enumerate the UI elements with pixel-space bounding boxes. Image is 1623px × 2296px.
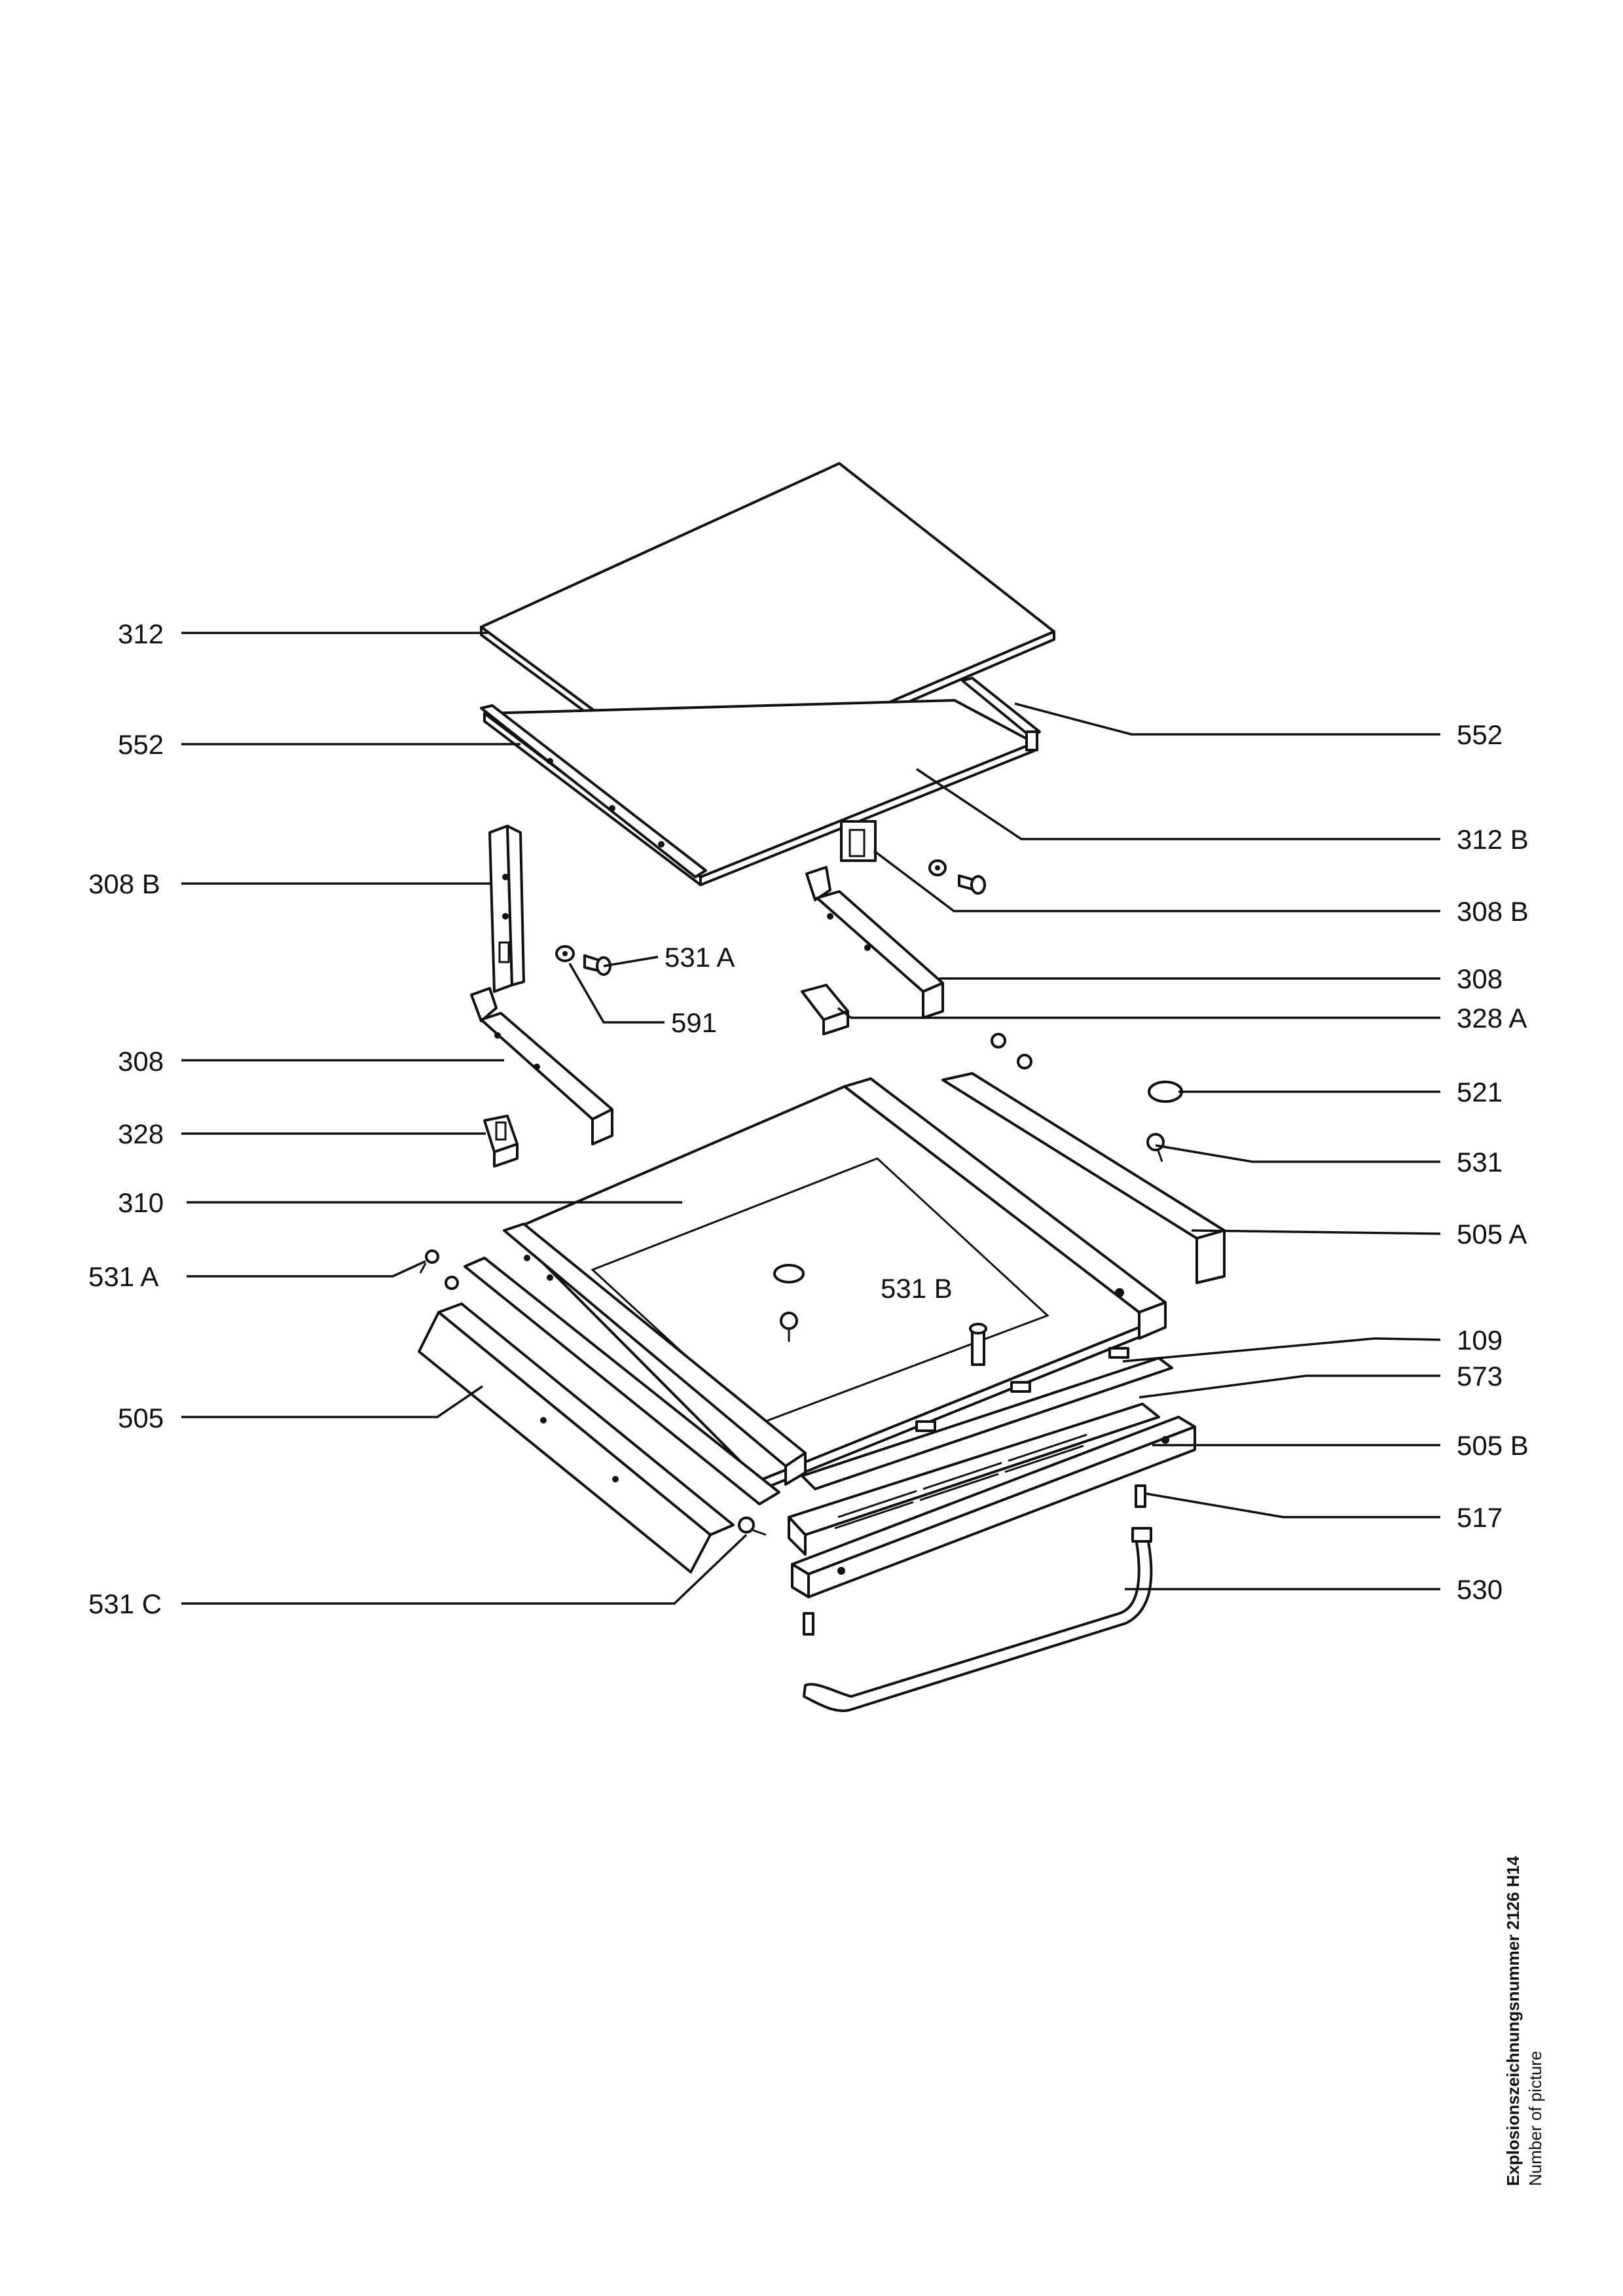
label-328: 328: [118, 1119, 164, 1149]
label-552-right: 552: [1457, 719, 1503, 750]
label-310: 310: [118, 1187, 164, 1218]
label-521: 521: [1457, 1077, 1503, 1107]
part-328-hinge-receptacle: [483, 1115, 519, 1168]
part-531a-screws-left: [419, 1249, 459, 1290]
label-591: 591: [671, 1007, 717, 1038]
leader-lines: [181, 632, 1441, 1605]
label-517: 517: [1457, 1502, 1503, 1533]
picture-number-caption: Explosionszeichnungsnummer 2126 H14 Numb…: [1503, 1856, 1545, 2212]
label-505b: 505 B: [1457, 1430, 1529, 1461]
label-109: 109: [1457, 1325, 1503, 1355]
part-505b-bottom-cover: [791, 1416, 1196, 1598]
caption-number-of-picture: Number of picture: [1525, 2051, 1545, 2186]
label-308-right: 308: [1457, 963, 1503, 994]
caption-drawing-number: Explosionszeichnungsnummer 2126 H14: [1503, 1856, 1523, 2186]
part-308b-hinge-bracket-right: [840, 820, 877, 862]
part-310-frame-right-profile: [843, 1077, 1167, 1340]
label-312b: 312 B: [1457, 824, 1529, 855]
label-552-left: 552: [118, 729, 164, 760]
part-552-glass-frame-left: [480, 704, 707, 878]
part-109-seal-strip: [801, 1347, 1173, 1490]
part-521-cap: [773, 1081, 1183, 1283]
part-552-glass-frame-right: [961, 677, 1041, 751]
part-531b-screw-centre: [780, 1312, 987, 1366]
part-310-frame-left-profile: [464, 1223, 807, 1505]
label-328a: 328 A: [1457, 1003, 1527, 1033]
label-308-left: 308: [118, 1046, 164, 1077]
label-531c: 531 C: [88, 1588, 162, 1619]
part-308-hinge-left: [470, 987, 613, 1145]
label-573: 573: [1457, 1361, 1503, 1391]
label-505: 505: [118, 1403, 164, 1433]
label-531a-left: 531 A: [88, 1261, 158, 1292]
part-308b-screw-washer: [928, 859, 986, 895]
part-308-hinge-right: [805, 866, 944, 1019]
part-labels: 312 552 308 B 531 A 591 308 328 310 531 …: [88, 619, 1529, 1619]
part-328a-hinge-receptacle: [801, 984, 849, 1035]
part-530-door-handle: [803, 1527, 1153, 1712]
label-531: 531: [1457, 1147, 1503, 1177]
part-591-washer: [555, 945, 575, 962]
label-312: 312: [118, 619, 164, 649]
part-312b-inner-glass: [483, 699, 1036, 886]
label-308b-left: 308 B: [88, 869, 160, 899]
part-308b-hinge-bracket-left: [488, 825, 525, 993]
label-308b-right: 308 B: [1457, 896, 1529, 927]
part-531c-screw: [738, 1516, 767, 1536]
label-530: 530: [1457, 1574, 1503, 1605]
part-573-ventilation-grille: [788, 1403, 1160, 1556]
part-531-screws-top: [991, 1033, 1165, 1162]
part-517-spacer: [803, 1484, 1146, 1636]
part-505-side-cover: [418, 1302, 735, 1573]
label-531a-mid: 531 A: [665, 942, 735, 973]
label-505a: 505 A: [1457, 1219, 1527, 1249]
label-531b: 531 B: [881, 1273, 953, 1304]
